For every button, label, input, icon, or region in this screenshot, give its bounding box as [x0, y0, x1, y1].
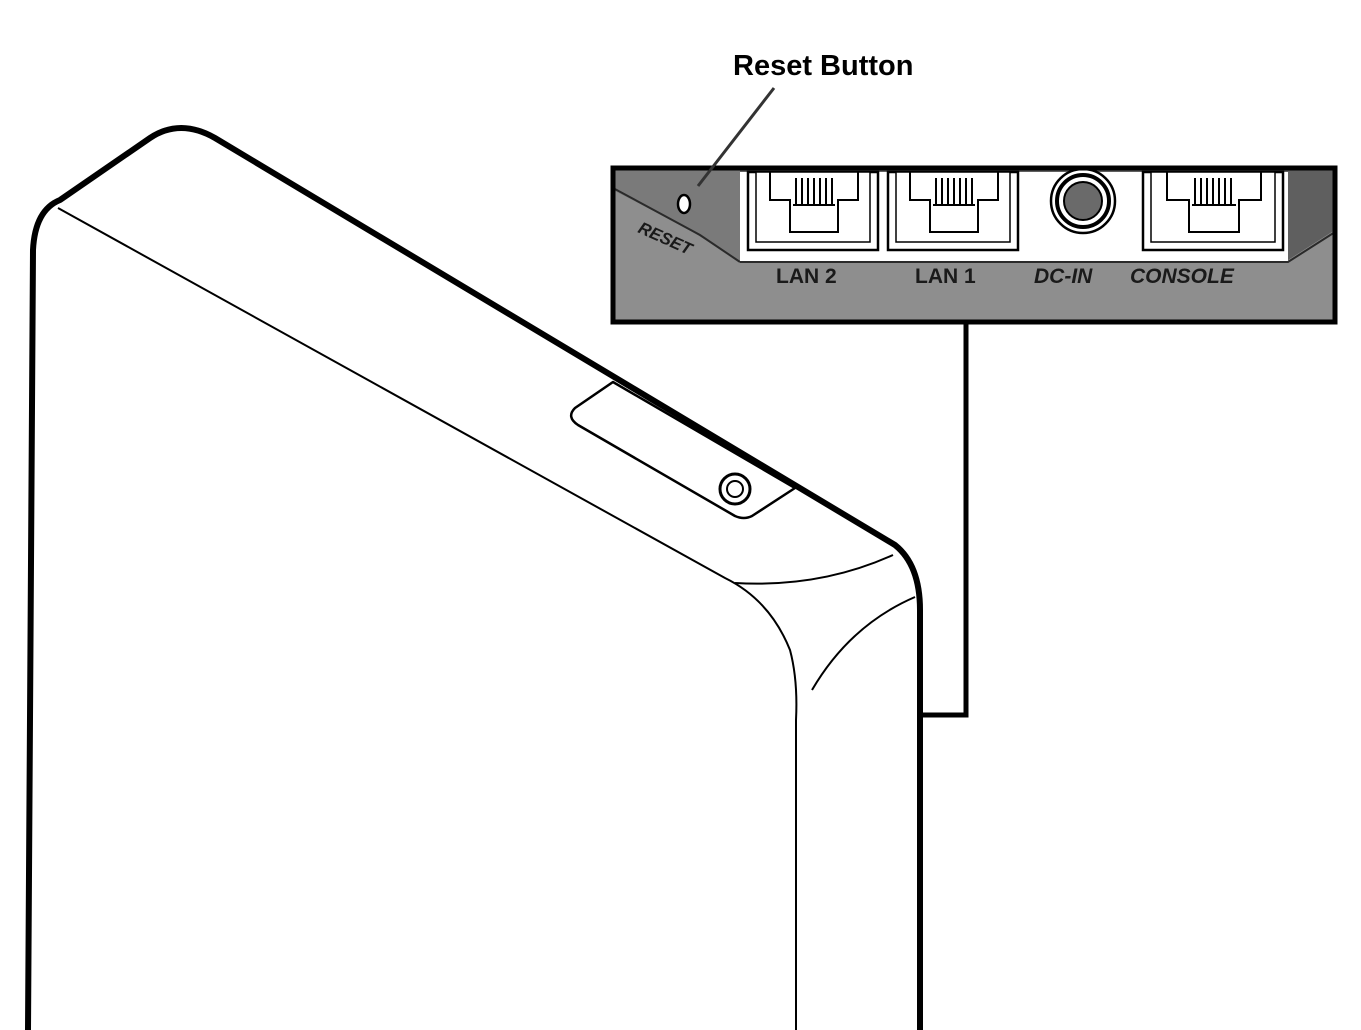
port-label-console: CONSOLE: [1130, 265, 1235, 288]
inset-port-face-bottom: [740, 231, 1336, 263]
port-label-lan2: LAN 2: [776, 265, 837, 288]
dc-in-port[interactable]: [1049, 167, 1117, 235]
reset-button-callout-label: Reset Button: [733, 50, 914, 82]
inset-slope-edge: [612, 187, 741, 263]
port-label-lan1: LAN 1: [915, 265, 976, 288]
inset-reset-slope: [613, 168, 740, 262]
inset-connector-line: [922, 322, 969, 718]
port-panel-inset: RESET: [610, 165, 1338, 325]
reset-callout-pointer: [696, 87, 776, 187]
access-point-device: [25, 125, 923, 1030]
console-port[interactable]: [1141, 170, 1285, 252]
corner-bevel-upper: [734, 554, 894, 585]
corner-bevel-lower: [811, 596, 916, 691]
lan2-port[interactable]: [746, 170, 880, 252]
top-bevel-line: [57, 207, 798, 1030]
device-outline: [25, 125, 923, 1030]
lan1-port[interactable]: [886, 170, 1020, 252]
reset-pinhole[interactable]: [676, 193, 692, 215]
port-label-dc-in: DC-IN: [1034, 265, 1093, 288]
inset-frame: [610, 165, 1338, 325]
top-button-inner: [726, 480, 744, 498]
